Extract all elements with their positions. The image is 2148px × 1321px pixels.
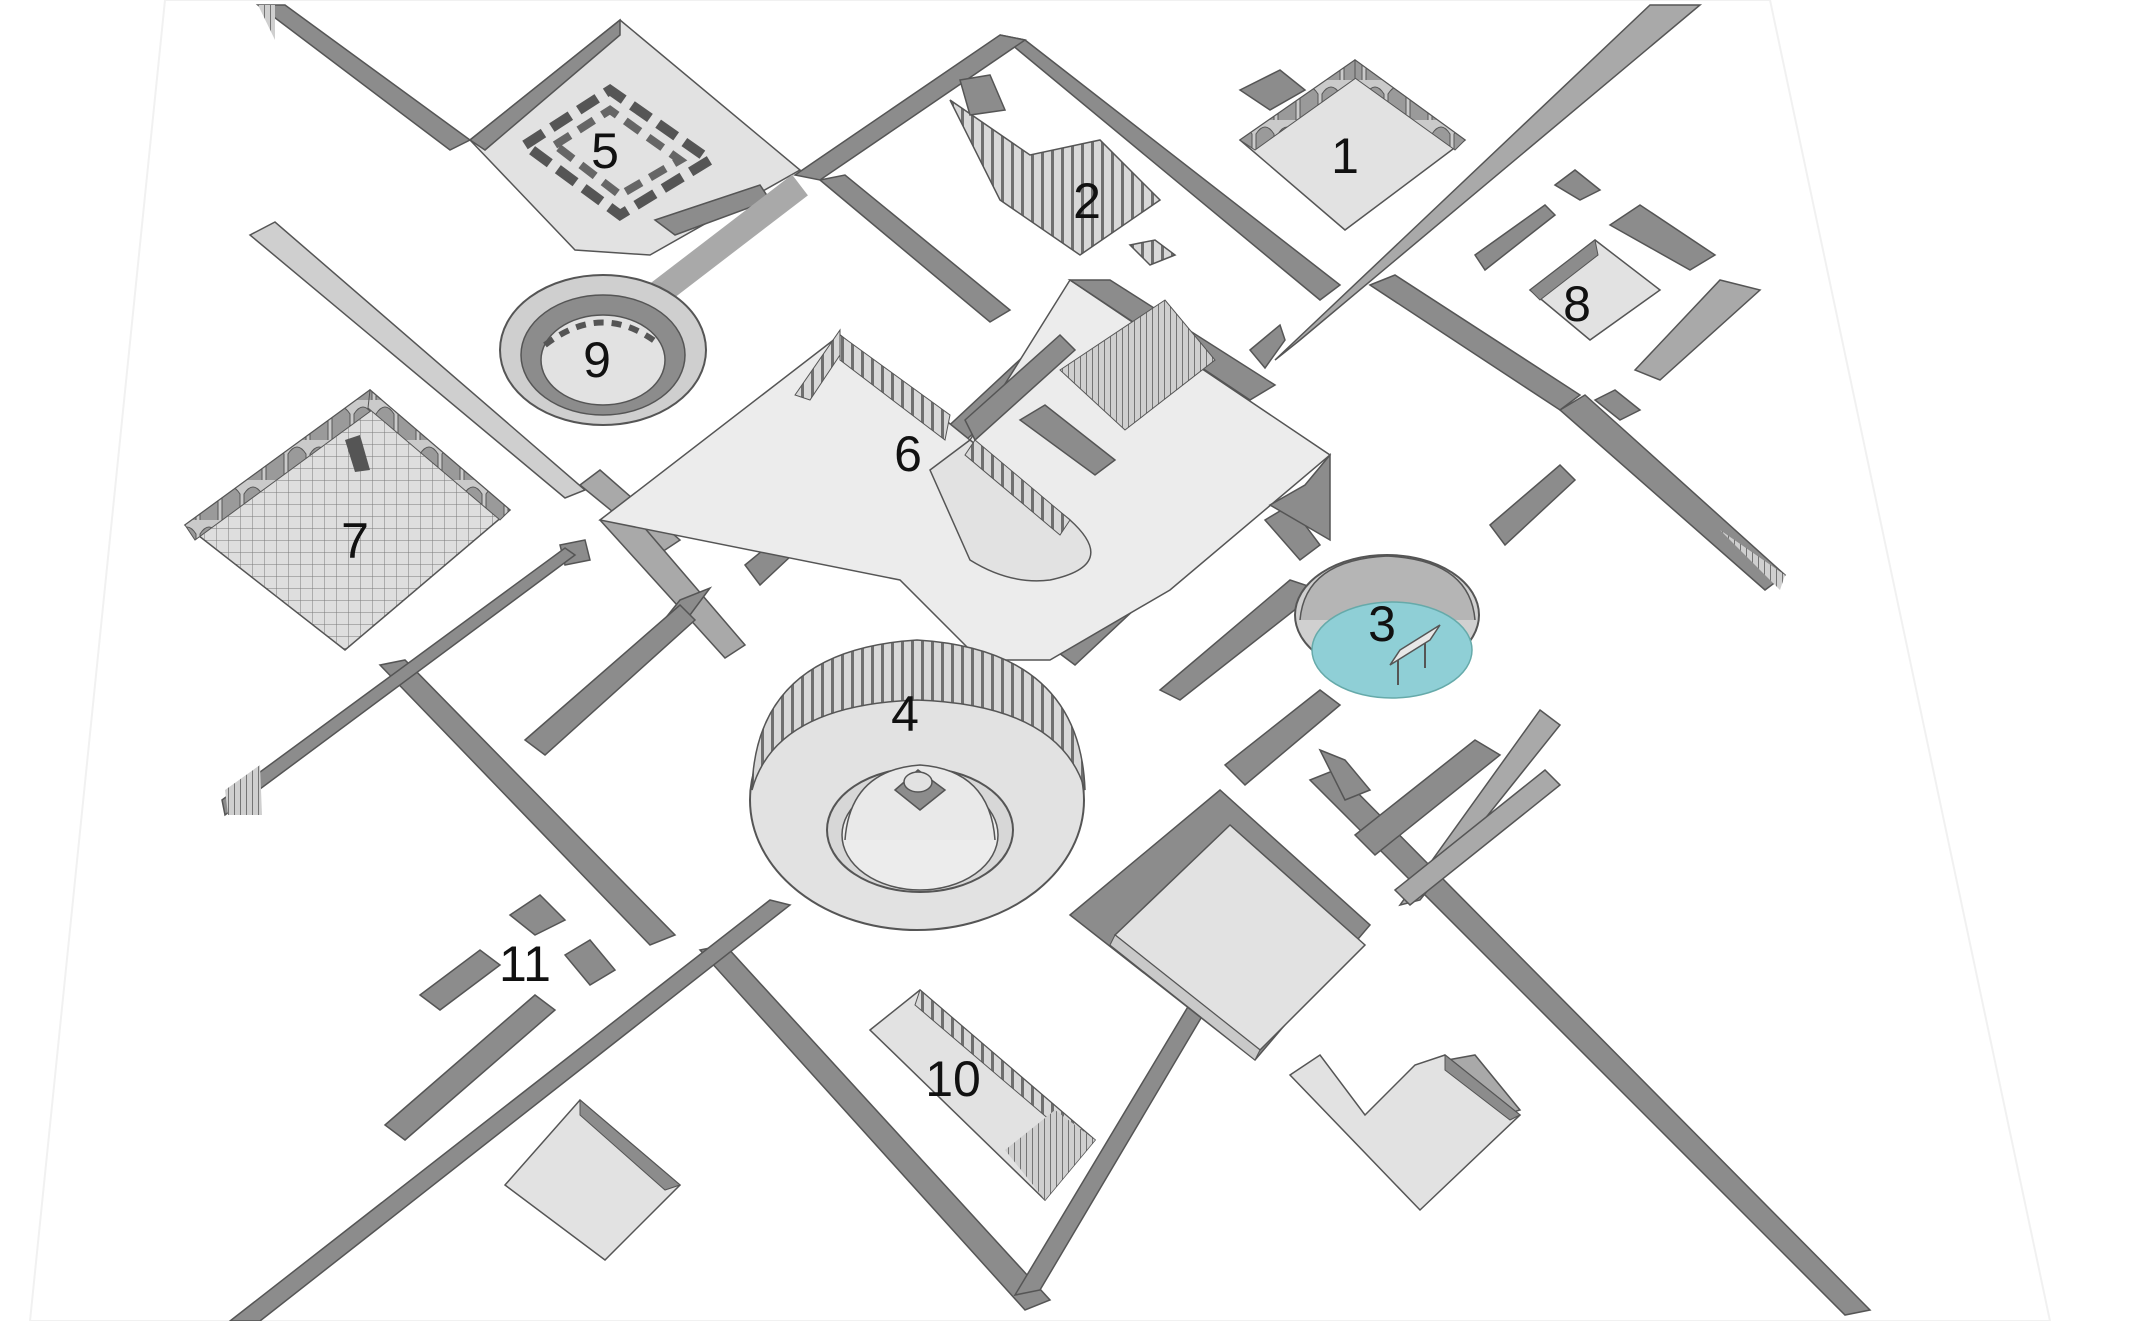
label-11: 11 (499, 936, 551, 992)
label-10: 10 (925, 1051, 981, 1107)
label-2: 2 (1073, 173, 1101, 229)
room-4-domed-pit (749, 639, 1086, 931)
room-7-arcade-courtyard (183, 389, 512, 651)
room-3-pool (1294, 554, 1480, 699)
room-2-column-hall (949, 74, 1177, 266)
label-5: 5 (591, 123, 619, 179)
box-building (1068, 789, 1372, 1062)
label-1: 1 (1331, 128, 1359, 184)
room-11-and-enclosures (503, 1053, 1522, 1261)
room-6-main-court (598, 278, 1332, 661)
room-8-enclosures (1473, 169, 1762, 421)
room-1-vaulted-hall (1238, 59, 1467, 231)
room-10-colonnade (868, 989, 1097, 1202)
trench-walls-nw-se (248, 4, 1872, 1316)
room-9-ring (499, 174, 808, 426)
label-4: 4 (891, 686, 919, 742)
label-3: 3 (1368, 596, 1396, 652)
label-8: 8 (1563, 276, 1591, 332)
label-6: 6 (894, 426, 922, 482)
room-5-grid-court (468, 18, 802, 256)
label-7: 7 (341, 513, 369, 569)
label-9: 9 (583, 332, 611, 388)
